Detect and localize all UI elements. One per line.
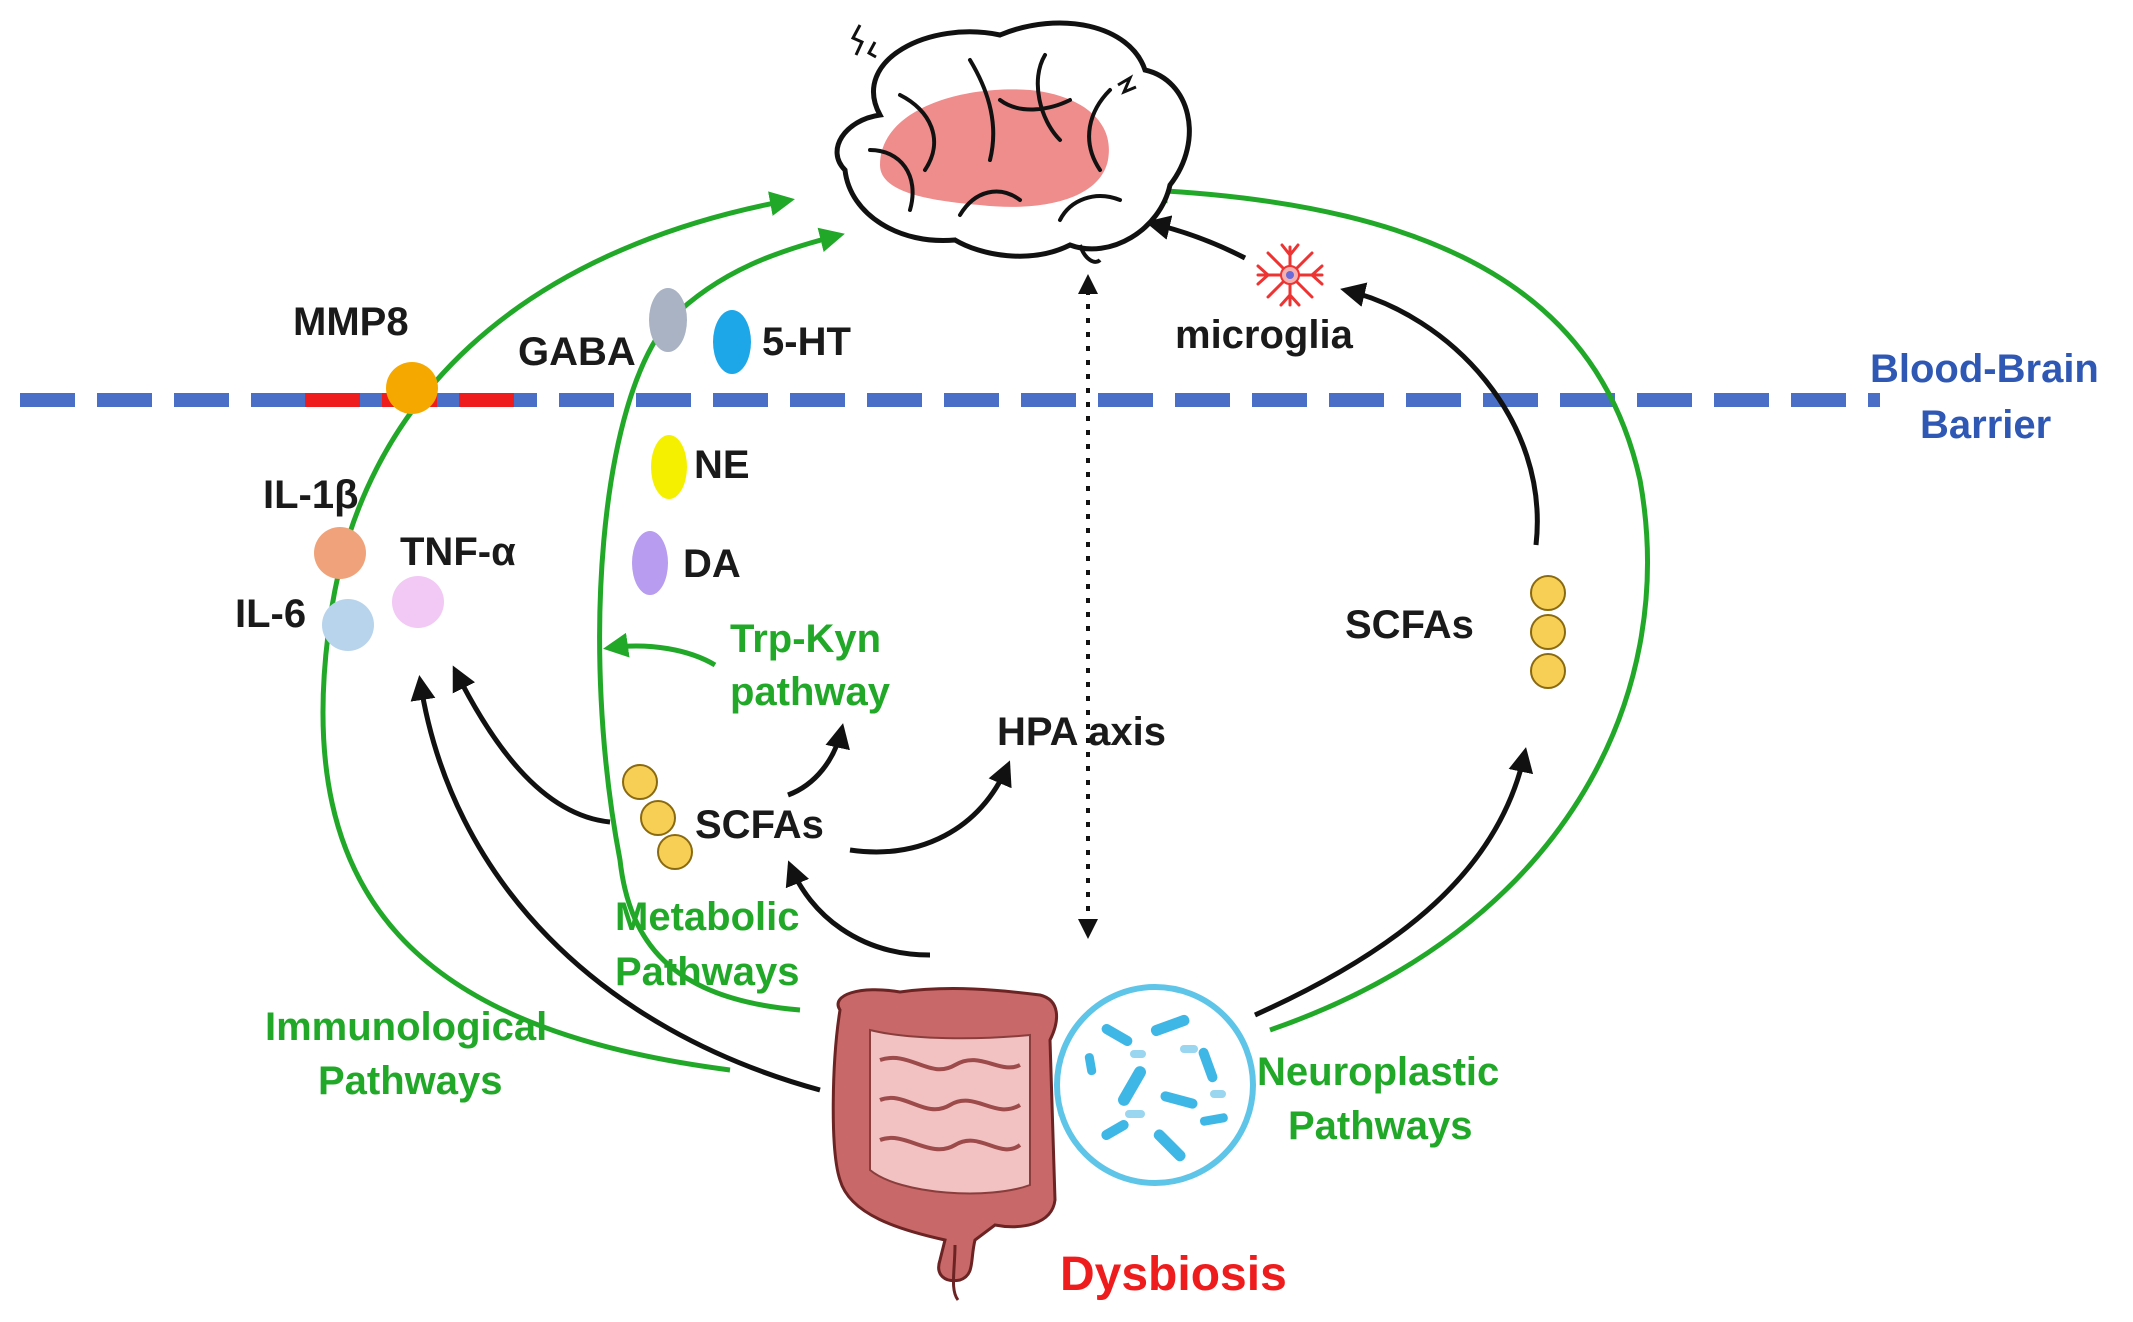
neuroplastic-pathways-label-line1: Neuroplastic [1257,1050,1499,1094]
scfa-cluster-right [1530,575,1566,689]
ne-label: NE [694,443,750,487]
ne-molecule [651,435,687,499]
metabolic-pathway-arc [597,227,845,1013]
immunological-pathways-label-line2: Pathways [318,1059,503,1103]
tnfa-molecule [392,576,444,628]
neuroplastic-pathway-arc [1143,178,1650,1033]
intestine-icon [831,987,1059,1301]
serotonin-molecule [713,310,751,374]
dysbiosis-label: Dysbiosis [1060,1248,1287,1301]
microglia-icon [1256,243,1324,307]
gut-to-scfa-arrow [785,860,931,958]
scfa-to-tnfa-arrow [452,665,611,825]
il6-molecule [322,599,374,651]
trp-kyn-arrow [603,632,717,668]
mmp8-molecule [386,362,438,414]
brain-icon [834,20,1192,264]
scfa-to-microglia-arrow [1340,282,1540,546]
scfa-to-hpa-arrow [849,760,1012,855]
microglia-label: microglia [1175,313,1354,357]
scfa-cluster-center [622,764,693,870]
gaba-label: GABA [518,330,636,374]
immunological-pathways-label-line1: Immunological [265,1005,547,1049]
il6-label: IL-6 [235,592,306,636]
blood-brain-barrier-label-line2: Barrier [1920,403,2051,447]
gaba-molecule [649,288,687,352]
metabolic-pathways-label-line1: Metabolic [615,895,799,939]
microbiota-magnifier-icon [1054,984,1256,1186]
scfas-center-label: SCFAs [695,803,824,847]
mmp8-label: MMP8 [293,300,409,344]
gut-to-scfa-right-arrow [1253,747,1534,1018]
da-molecule [632,531,668,595]
serotonin-label: 5-HT [762,320,851,364]
da-label: DA [683,542,741,586]
il1b-molecule [314,527,366,579]
neuroplastic-pathways-label-line2: Pathways [1288,1104,1473,1148]
trp-kyn-label-line2: pathway [730,670,891,714]
hpa-axis-label: HPA axis [997,710,1166,754]
il1b-label: IL-1β [263,473,359,517]
blood-brain-barrier-label-line1: Blood-Brain [1870,347,2099,391]
trp-kyn-label-line1: Trp-Kyn [730,617,881,661]
scfa-to-trpkyn-arrow [787,723,850,798]
tnfa-label: TNF-α [400,530,516,574]
microglia-to-brain-arrow [1145,215,1247,261]
metabolic-pathways-label-line2: Pathways [615,950,800,994]
scfas-right-label: SCFAs [1345,603,1474,647]
gut-to-il6-arrow [410,675,821,1093]
